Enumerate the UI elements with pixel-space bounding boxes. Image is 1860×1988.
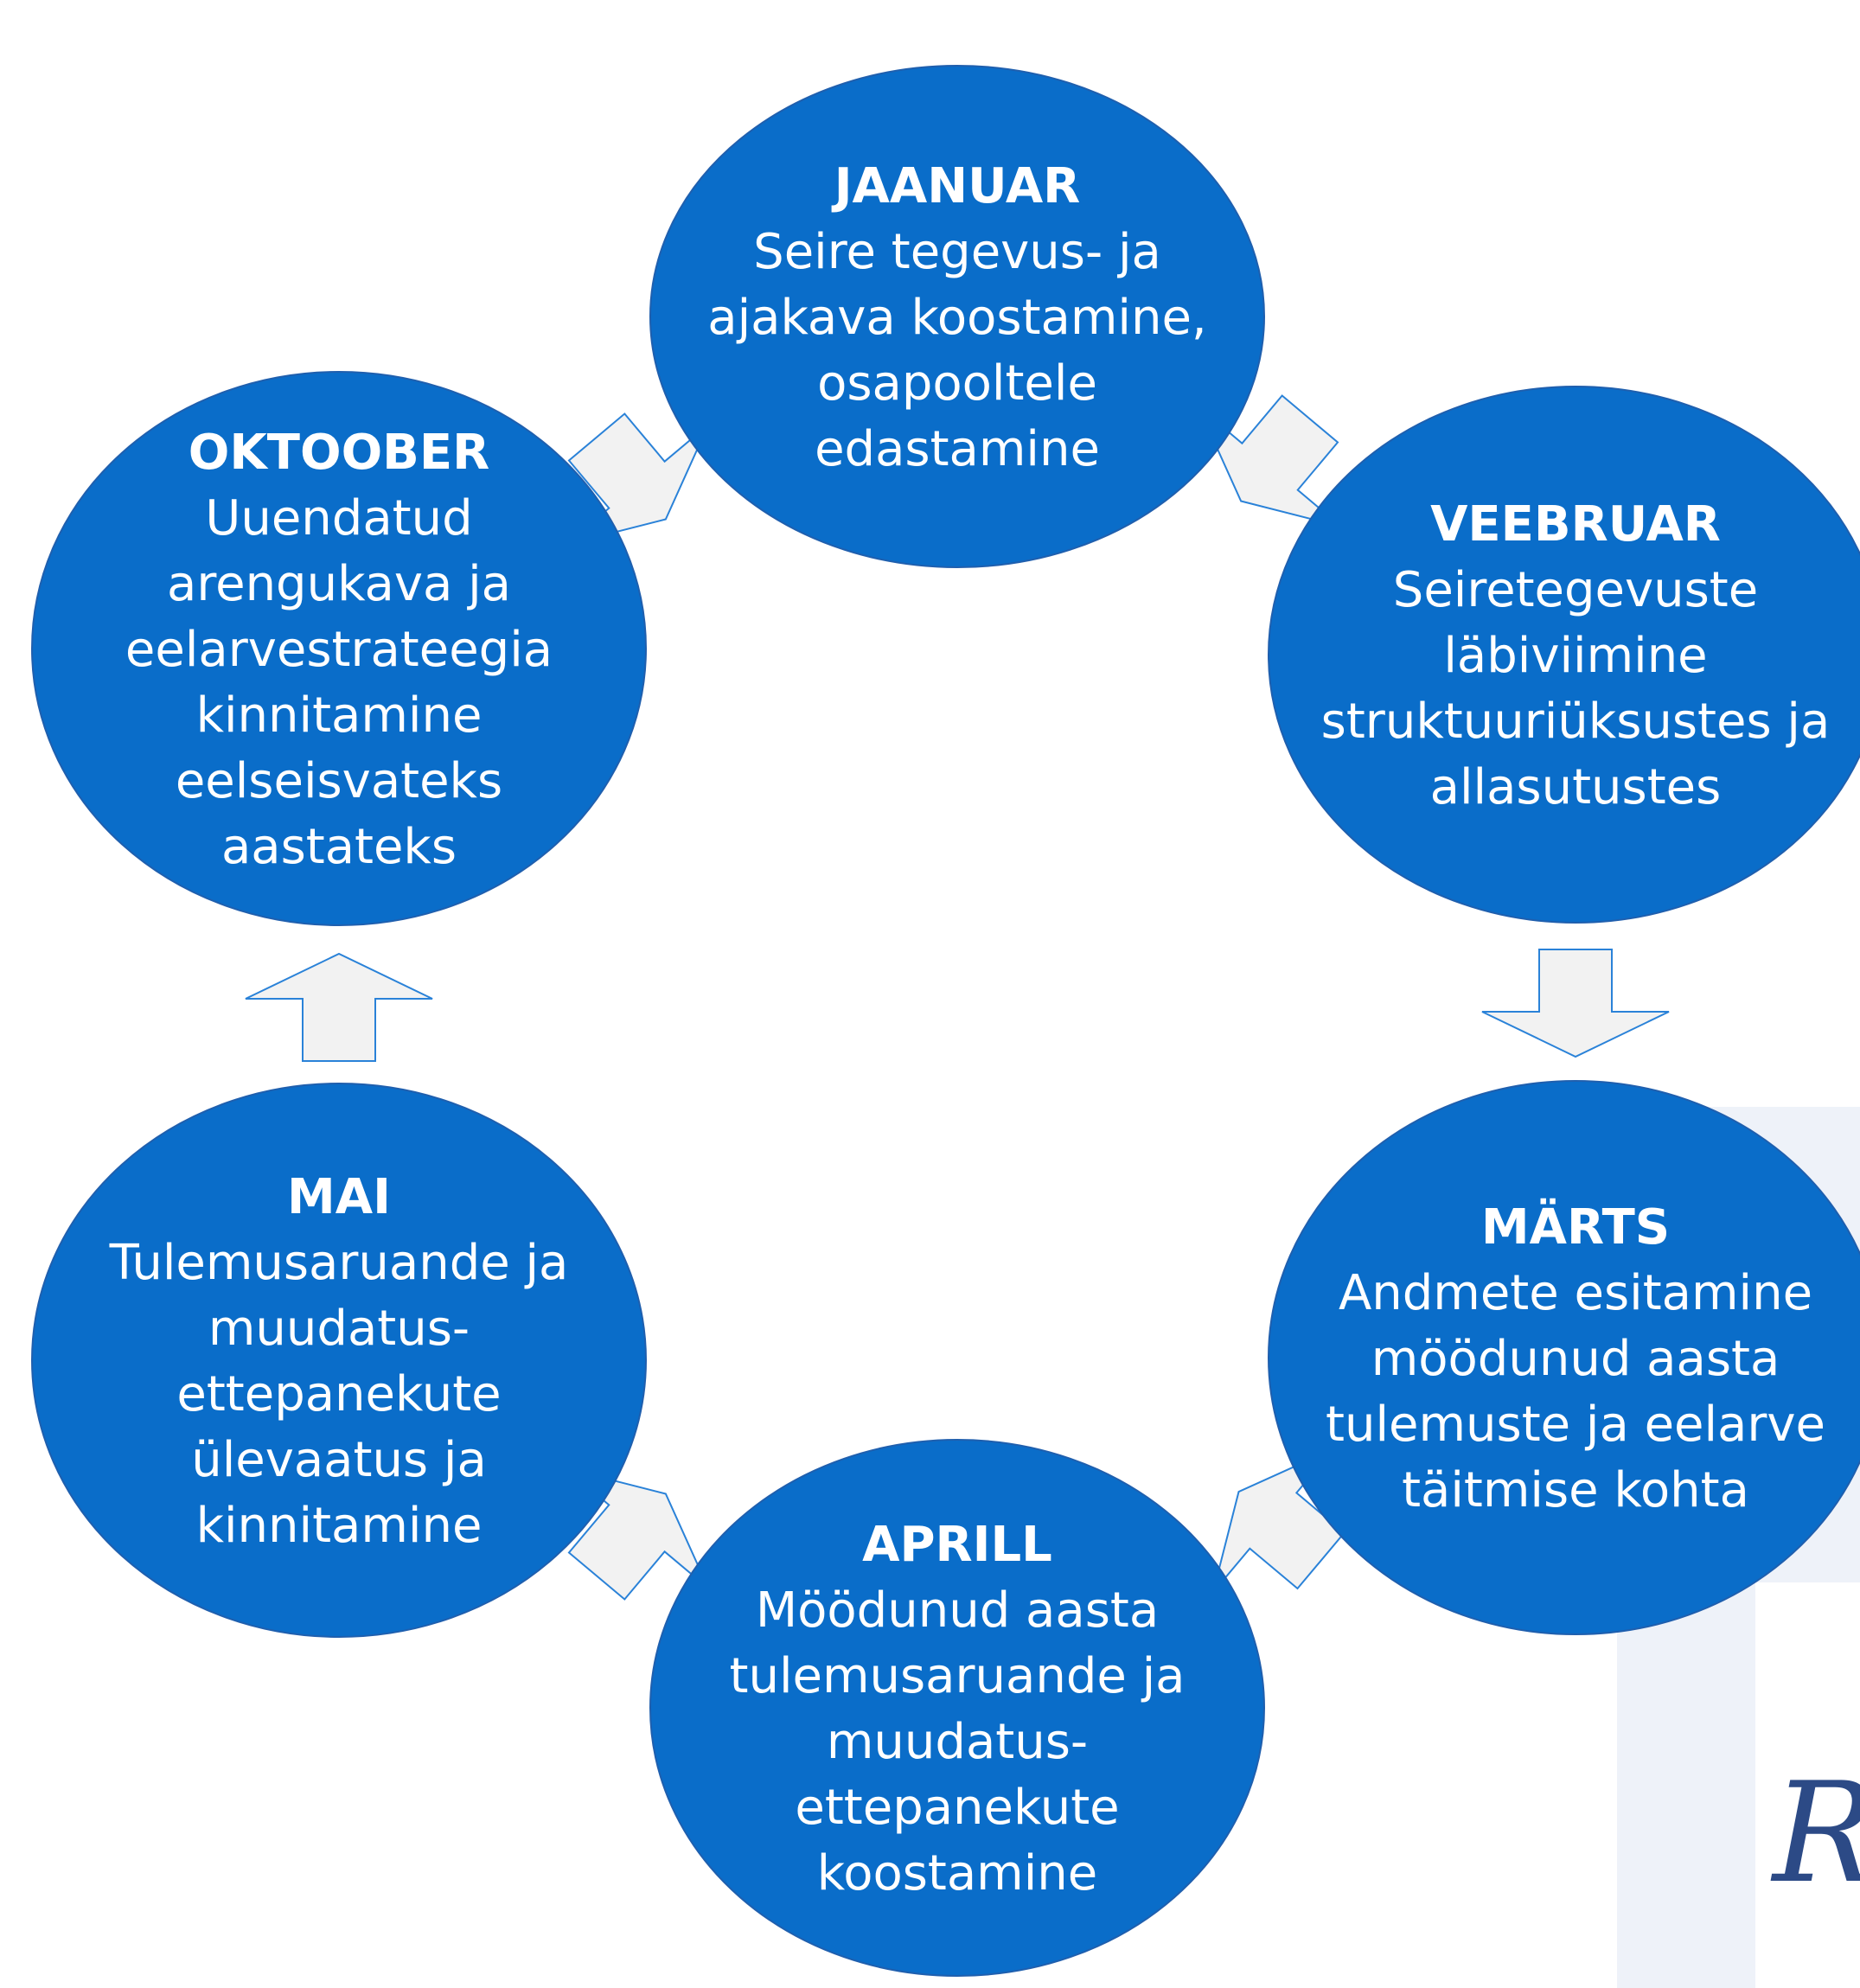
month-description-line: möödunud aasta (1371, 1331, 1780, 1387)
arrow-down-icon (1197, 394, 1342, 528)
month-title: MÄRTS (1481, 1199, 1670, 1256)
month-description-line: ajakava koostamine, (707, 290, 1206, 346)
bubble-mai: MAI Tulemusaruande ja muudatus-ettepanekut… (31, 1083, 647, 1638)
month-description-line: Seiretegevuste (1393, 562, 1758, 618)
month-description-line: Andmete esitamine (1339, 1265, 1812, 1321)
bubble-shape (31, 1083, 647, 1638)
month-description-line: täitmise kohta (1402, 1462, 1749, 1518)
month-description-line: arengukava ja (167, 556, 511, 612)
month-description-line: ettepanekute (176, 1366, 501, 1422)
bubble-aprill: APRILL Möödunud aasta tulemusaruande ja muu… (649, 1439, 1265, 1977)
month-description-line: allasutustes (1430, 759, 1722, 815)
arrow-right-icon (245, 952, 433, 1062)
month-description-line: kinnitamine (196, 687, 483, 744)
month-description-line: Seire tegevus- ja (753, 224, 1161, 280)
month-title: VEEBRUAR (1430, 496, 1721, 553)
month-description-line: muudatus- (208, 1301, 470, 1357)
arrow-left-icon (1481, 949, 1670, 1058)
month-description-line: eelarvestrateegia (125, 622, 553, 678)
bubble-veebruar: VEEBRUAR Seiretegevuste läbiviimine struktu… (1268, 386, 1860, 924)
month-title: APRILL (862, 1517, 1052, 1573)
month-title: JAANUAR (831, 158, 1081, 214)
month-bubbles: JAANUAR Seire tegevus- ja ajakava koostami… (31, 65, 1860, 1977)
month-description-line: kinnitamine (196, 1498, 483, 1554)
month-description-line: Möödunud aasta (756, 1582, 1159, 1639)
month-description-line: koostamine (817, 1845, 1097, 1902)
bubble-oktoober: OKTOOBER Uuendatud arengukava ja eelarvestr… (31, 371, 647, 926)
month-description-line: läbiviimine (1443, 628, 1707, 684)
month-description-line: ettepanekute (795, 1780, 1119, 1836)
month-description-line: aastateks (221, 819, 457, 875)
month-title: OKTOOBER (189, 425, 489, 481)
bubble-shape (31, 371, 647, 926)
bubble-marts: MÄRTS Andmete esitamine möödunud aasta tule… (1268, 1080, 1860, 1635)
month-description-line: tulemusaruande ja (730, 1648, 1186, 1704)
month-description-line: Uuendatud (205, 490, 472, 547)
month-description-line: edastamine (815, 421, 1100, 477)
bubble-shape (1268, 1080, 1860, 1635)
month-title: MAI (287, 1169, 391, 1225)
arrows (245, 394, 1670, 1601)
month-description-line: tulemuste ja eelarve (1326, 1397, 1825, 1453)
month-description-line: struktuuriüksustes ja (1321, 694, 1831, 750)
bubble-shape (649, 1439, 1265, 1977)
bubble-jaanuar: JAANUAR Seire tegevus- ja ajakava koostami… (649, 65, 1265, 568)
month-description-line: muudatus- (827, 1714, 1088, 1770)
month-description-line: Tulemusaruande ja (109, 1235, 569, 1291)
bubble-shape (1268, 386, 1860, 924)
month-description-line: ülevaatus ja (191, 1432, 487, 1488)
bubble-shape (649, 65, 1265, 568)
month-description-line: osapooltele (817, 355, 1097, 412)
month-description-line: eelseisvateks (176, 753, 502, 809)
logo-letter: R (1770, 1752, 1860, 1914)
